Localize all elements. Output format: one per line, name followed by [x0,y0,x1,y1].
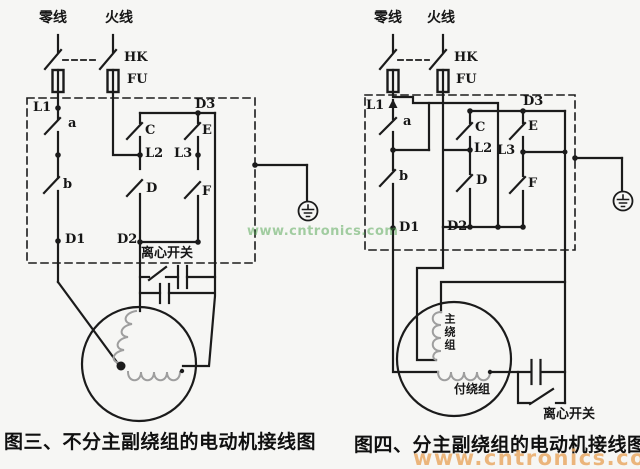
left-motor [80,305,198,423]
right-terminal-box [364,94,576,251]
right-supply-switch-hk [378,33,448,71]
left-branch-ef [183,111,202,244]
left-live-to-l2 [111,90,142,157]
left-supply-switch-hk [43,33,118,71]
right-capacitor-centrifugal [488,358,567,406]
left-hk-label: HK [124,50,148,65]
left-d-label: D [146,181,158,196]
right-earth-connection [573,156,634,212]
right-a-label: a [403,114,412,129]
left-branch-cd [125,111,144,244]
left-centrifugal-label: 离心开关 [141,246,194,261]
right-main-winding-return [415,225,445,362]
right-main-winding-feed [439,280,567,314]
right-l3-label: L3 [497,143,516,158]
left-a-label: a [68,116,77,131]
left-circuit [26,33,319,423]
left-fuse-live [106,68,120,94]
watermark-green: www.cntronics.com [247,224,399,239]
left-earth-icon [297,200,319,222]
right-l1-arrow [388,98,398,121]
right-live-label: 火线 [427,10,455,26]
left-junction-dots [55,105,258,374]
right-d2-label: D2 [447,219,468,234]
right-neutral-label: 零线 [374,10,402,26]
right-earth-icon [612,190,634,212]
left-d2-label: D2 [117,232,138,247]
left-live-label: 火线 [105,10,133,26]
left-l1-label: L1 [33,100,52,115]
left-c-label: C [145,123,156,138]
right-f-label: F [528,176,538,191]
right-l2-label: L2 [474,141,493,156]
left-caption: 图三、不分主副绕组的电动机接线图 [4,431,317,453]
right-d1-label: D1 [399,220,420,235]
left-l2-label: L2 [145,146,164,161]
right-aux-winding-label: 付绕组 [454,382,491,396]
left-branch-ab [42,90,121,367]
right-l1-label: L1 [366,98,385,113]
right-caption: 图四、分主副绕组的电动机接线图 [354,434,640,456]
left-motor-hub [116,361,126,371]
right-junction-dots [390,108,578,375]
left-l3-label: L3 [174,146,193,161]
right-branch-ab [378,116,440,374]
right-live-to-l2 [441,90,472,229]
right-circuit [364,33,634,418]
right-hk-label: HK [454,50,478,65]
left-fuse-neutral [51,68,65,94]
right-motor [395,300,513,418]
right-d3-label: D3 [523,94,544,109]
left-d3-label: D3 [195,97,216,112]
left-neutral-label: 零线 [39,10,67,26]
left-earth-connection [253,163,319,222]
right-branch-cd [455,109,474,229]
right-b-label: b [399,169,409,184]
right-e-label: E [528,119,538,134]
watermark-orange: www.cntronics.com [413,446,640,469]
right-fu-label: FU [456,72,477,87]
right-c-label: C [475,120,486,135]
left-b-label: b [63,177,73,192]
right-fuse-live [436,68,450,94]
right-top-link [391,90,500,152]
left-e-label: E [202,123,212,138]
right-centrifugal-label: 离心开关 [543,407,596,422]
right-main-winding-label: 主绕组 [443,313,456,352]
right-fuse-neutral [386,68,400,94]
left-f-label: F [202,184,212,199]
left-d1-label: D1 [65,232,86,247]
right-d-label: D [476,173,488,188]
left-fu-label: FU [127,72,148,87]
